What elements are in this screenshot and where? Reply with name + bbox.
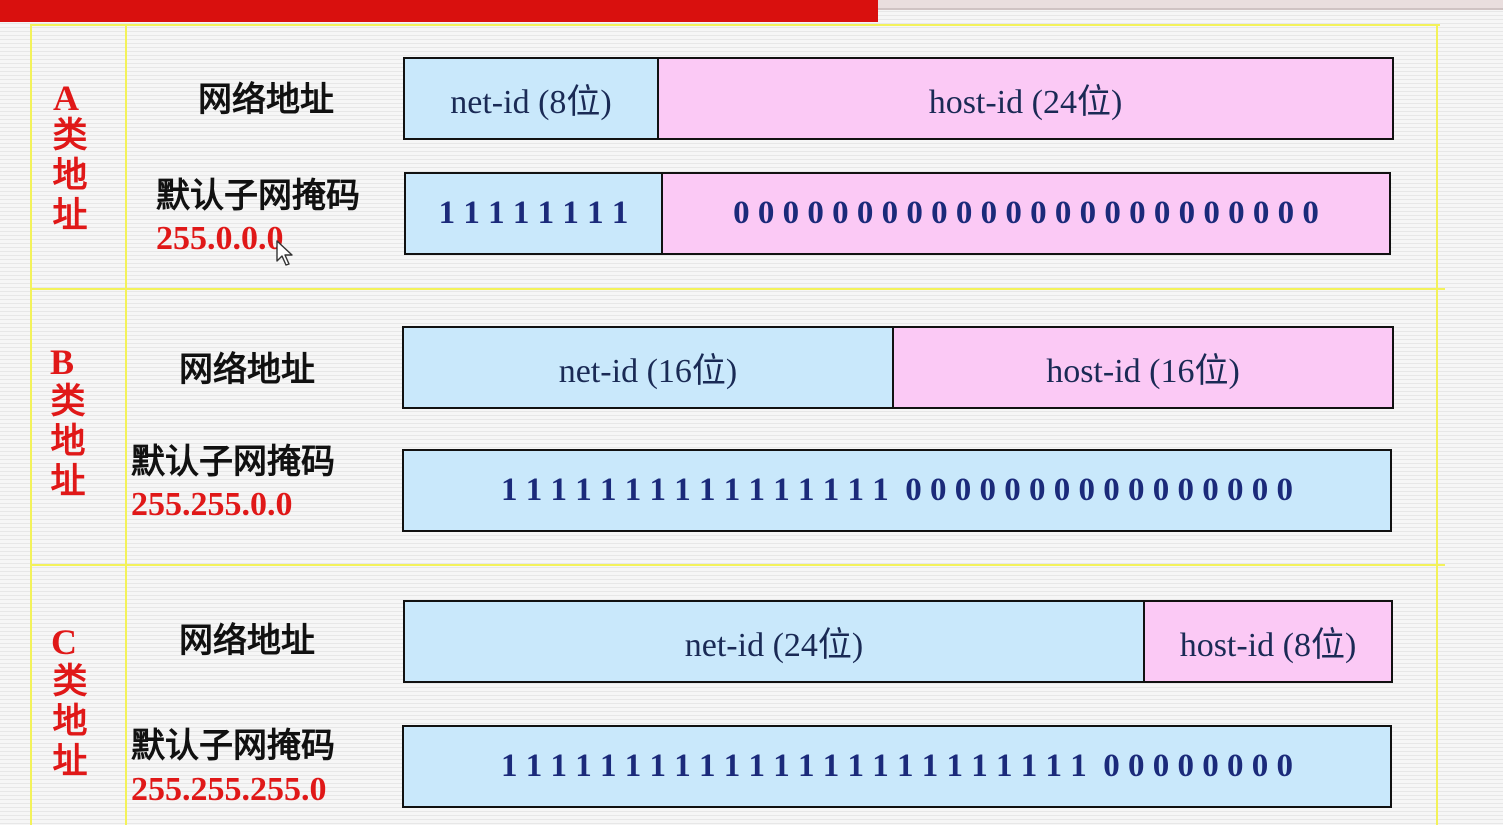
class-b-address-bar: net-id (16位) host-id (16位) (402, 326, 1394, 409)
grid-top-border (30, 24, 1440, 26)
class-b-char-3: 址 (50, 462, 86, 502)
class-a-mask-bar: 1 1 1 1 1 1 1 1 0 0 0 0 0 0 0 0 0 0 0 0 … (404, 172, 1391, 255)
mouse-pointer-icon (276, 240, 293, 266)
class-c-mask-value: 255.255.255.0 (131, 771, 327, 808)
grid-column-divider (125, 24, 127, 825)
class-c-char-3: 址 (52, 742, 88, 782)
class-b-letter: B (49, 342, 74, 382)
class-b-mask-label: 默认子网掩码 (131, 442, 335, 482)
class-a-host-id-field: host-id (24位) (657, 59, 1392, 138)
class-c-mask-bar: 1 1 1 1 1 1 1 1 1 1 1 1 1 1 1 1 1 1 1 1 … (402, 725, 1392, 808)
class-a-char-1: 类 (52, 116, 88, 156)
class-a-network-label: 网络地址 (198, 80, 334, 120)
grid-right-border (1436, 24, 1438, 825)
class-a-mask-host-bits: 0 0 0 0 0 0 0 0 0 0 0 0 0 0 0 0 0 0 0 0 … (661, 174, 1389, 253)
class-b-char-1: 类 (50, 382, 86, 422)
class-a-address-bar: net-id (8位) host-id (24位) (403, 57, 1394, 140)
class-c-host-id-field: host-id (8位) (1143, 602, 1391, 681)
class-c-address-bar: net-id (24位) host-id (8位) (403, 600, 1393, 683)
class-b-mask-bar: 1 1 1 1 1 1 1 1 1 1 1 1 1 1 1 1 0 0 0 0 … (402, 449, 1392, 532)
grid-row-divider-ab (30, 288, 1445, 290)
class-c-mask-bits: 1 1 1 1 1 1 1 1 1 1 1 1 1 1 1 1 1 1 1 1 … (404, 727, 1390, 806)
class-c-char-1: 类 (52, 662, 88, 702)
class-b-network-label: 网络地址 (179, 350, 315, 390)
class-b-mask-value: 255.255.0.0 (131, 486, 293, 523)
class-c-char-2: 地 (52, 702, 88, 742)
class-a-mask-label: 默认子网掩码 (156, 176, 360, 216)
class-a-letter: A (53, 78, 79, 118)
class-b-host-id-field: host-id (16位) (892, 328, 1392, 407)
class-c-letter: C (51, 622, 77, 662)
progress-bar-remaining (878, 8, 1503, 10)
class-a-mask-net-bits: 1 1 1 1 1 1 1 1 (406, 174, 661, 253)
class-c-net-id-field: net-id (24位) (405, 602, 1143, 681)
class-a-char-2: 地 (52, 156, 88, 196)
class-b-char-2: 地 (50, 422, 86, 462)
class-a-mask-value: 255.0.0.0 (156, 220, 284, 257)
grid-row-divider-bc (30, 564, 1445, 566)
class-a-net-id-field: net-id (8位) (405, 59, 657, 138)
progress-bar-fill[interactable] (0, 0, 878, 22)
class-c-mask-label: 默认子网掩码 (131, 726, 335, 766)
class-b-mask-bits: 1 1 1 1 1 1 1 1 1 1 1 1 1 1 1 1 0 0 0 0 … (404, 451, 1390, 530)
class-b-net-id-field: net-id (16位) (404, 328, 892, 407)
class-c-network-label: 网络地址 (179, 621, 315, 661)
grid-left-border (30, 24, 32, 825)
class-a-char-3: 址 (52, 196, 88, 236)
